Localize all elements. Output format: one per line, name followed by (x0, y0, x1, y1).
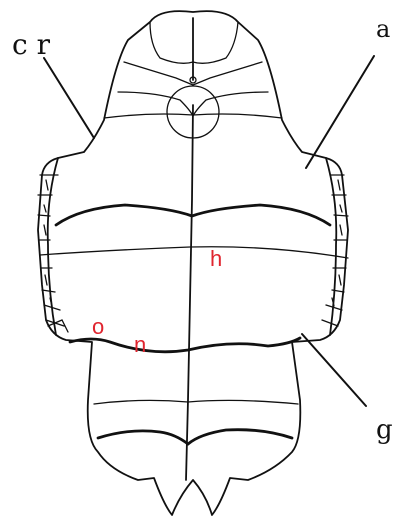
leader-line-cr (44, 58, 94, 138)
label-h: h (210, 246, 222, 271)
label-g: g (376, 415, 393, 445)
label-n: n (134, 332, 146, 357)
label-a: a (376, 15, 390, 43)
leader-line-g (302, 334, 366, 406)
leader-line-a (306, 56, 374, 168)
label-cr: c r (12, 28, 51, 61)
label-o: o (92, 314, 104, 339)
